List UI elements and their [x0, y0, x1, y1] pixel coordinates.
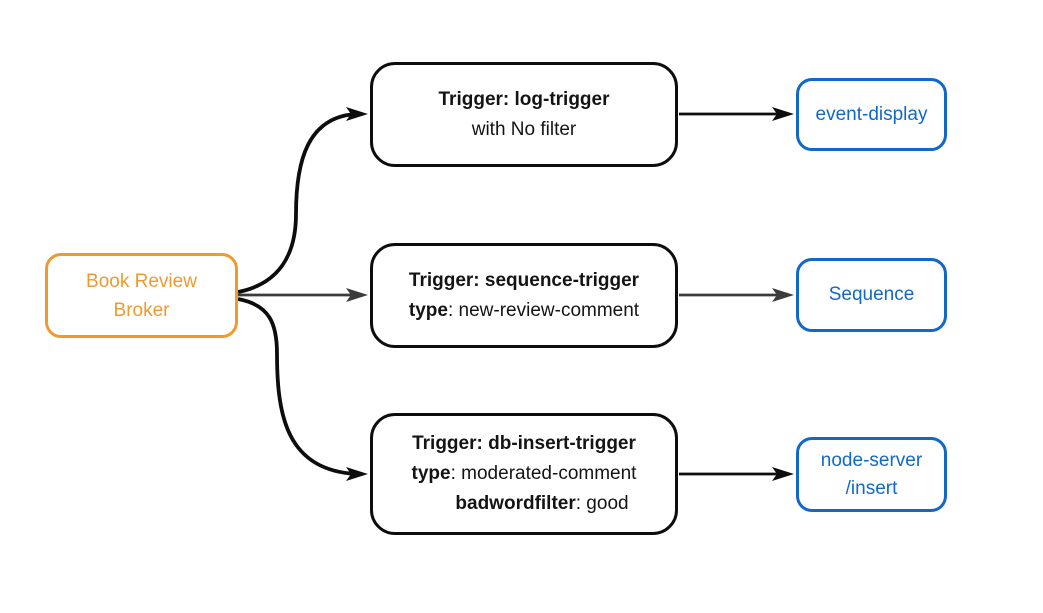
arrowhead-log-trigger: [346, 107, 368, 121]
trigger-title: Trigger: log-trigger: [438, 88, 610, 110]
trigger-detail: with No filter: [471, 118, 577, 140]
trigger-detail: type: new-review-comment: [408, 299, 640, 321]
node-sequence-trigger: Trigger: sequence-trigger type: new-revi…: [370, 243, 678, 348]
sink-label-line1: node-server: [820, 449, 923, 471]
trigger-detail: type: moderated-comment: [411, 463, 637, 484]
trigger-detail: badwordfilter: good: [455, 493, 629, 514]
edge-broker-to-log-trigger: [237, 112, 357, 294]
arrowhead-sequence-trigger: [346, 288, 368, 302]
sink-label: Sequence: [828, 284, 915, 305]
edge-broker-to-db-insert-trigger: [237, 297, 357, 476]
node-event-display: event-display: [796, 78, 947, 151]
broker-label-line1: Book Review: [86, 270, 197, 292]
trigger-title: Trigger: sequence-trigger: [408, 269, 640, 291]
arrowhead-sequence: [772, 288, 794, 302]
node-log-trigger: Trigger: log-trigger with No filter: [370, 62, 678, 167]
sink-label: event-display: [815, 103, 928, 125]
trigger-title: Trigger: db-insert-trigger: [412, 433, 636, 454]
arrowhead-event-display: [772, 107, 794, 121]
broker-label-line2: Broker: [113, 299, 170, 321]
node-sequence: Sequence: [796, 258, 947, 332]
arrowhead-node-server: [772, 467, 794, 481]
arrowhead-db-insert-trigger: [346, 467, 368, 481]
node-book-review-broker: Book Review Broker: [45, 253, 238, 338]
node-db-insert-trigger: Trigger: db-insert-trigger type: moderat…: [370, 413, 678, 535]
node-node-server-insert: node-server /insert: [796, 437, 947, 512]
sink-label-line2: /insert: [845, 477, 898, 499]
